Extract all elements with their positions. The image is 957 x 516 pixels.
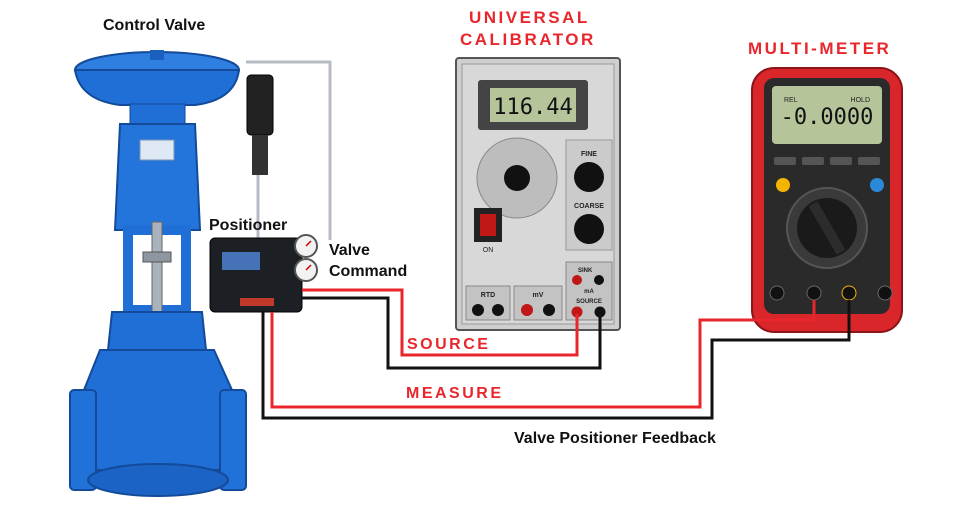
blue-button[interactable] bbox=[870, 178, 884, 192]
meter-button-1[interactable] bbox=[774, 157, 796, 165]
multimeter: -0.0000 REL HOLD bbox=[751, 67, 903, 333]
sink-label: SINK bbox=[578, 268, 593, 274]
meter-button-2[interactable] bbox=[802, 157, 824, 165]
multimeter-display-value: -0.0000 bbox=[781, 105, 874, 130]
positioner-label: Positioner bbox=[209, 217, 288, 234]
calibrator-display-value: 116.44 bbox=[493, 95, 572, 120]
source-red-terminal[interactable] bbox=[571, 306, 583, 318]
valve-command-label-line1: Valve bbox=[329, 242, 370, 259]
source-wire-red bbox=[302, 288, 579, 357]
universal-calibrator-title-line2: CALIBRATOR bbox=[460, 30, 596, 49]
multimeter-title: MULTI-METER bbox=[748, 39, 892, 58]
source-wire-black bbox=[302, 296, 602, 370]
valve-positioner-feedback-label: Valve Positioner Feedback bbox=[514, 430, 716, 447]
universal-calibrator-title-line1: UNIVERSAL bbox=[469, 8, 590, 27]
calibrator-lcd bbox=[490, 88, 576, 122]
on-label: ON bbox=[483, 247, 494, 254]
yellow-button[interactable] bbox=[776, 178, 790, 192]
hold-indicator: HOLD bbox=[851, 97, 870, 104]
fine-label: FINE bbox=[581, 151, 597, 158]
fine-knob[interactable] bbox=[574, 162, 604, 192]
control-valve-label: Control Valve bbox=[103, 17, 206, 34]
range-selector-knob[interactable] bbox=[504, 165, 530, 191]
multimeter-lcd bbox=[772, 86, 882, 144]
measure-wire-black bbox=[261, 300, 851, 420]
meter-com-jack[interactable] bbox=[806, 285, 822, 301]
rtd-label: RTD bbox=[481, 292, 495, 299]
meter-button-3[interactable] bbox=[830, 157, 852, 165]
source-black-terminal[interactable] bbox=[594, 306, 606, 318]
coarse-knob[interactable] bbox=[574, 214, 604, 244]
coarse-label: COARSE bbox=[574, 203, 604, 210]
universal-calibrator: 116.44 FINE COARSE ON RTD mV SINK mA SOU… bbox=[455, 57, 621, 331]
meter-button-4[interactable] bbox=[858, 157, 880, 165]
measure-wire-red bbox=[270, 300, 816, 409]
ma-label: mA bbox=[584, 289, 594, 295]
meter-ma-jack[interactable] bbox=[841, 285, 857, 301]
power-switch[interactable] bbox=[480, 214, 496, 236]
measure-label: MEASURE bbox=[406, 385, 504, 402]
mv-label: mV bbox=[533, 292, 544, 299]
valve-command-label-line2: Command bbox=[329, 263, 408, 280]
source-label: SOURCE bbox=[407, 336, 491, 353]
control-valve bbox=[69, 50, 332, 497]
rel-indicator: REL bbox=[784, 97, 798, 104]
source-port-label: SOURCE bbox=[576, 299, 602, 305]
positioner-device bbox=[209, 234, 318, 313]
